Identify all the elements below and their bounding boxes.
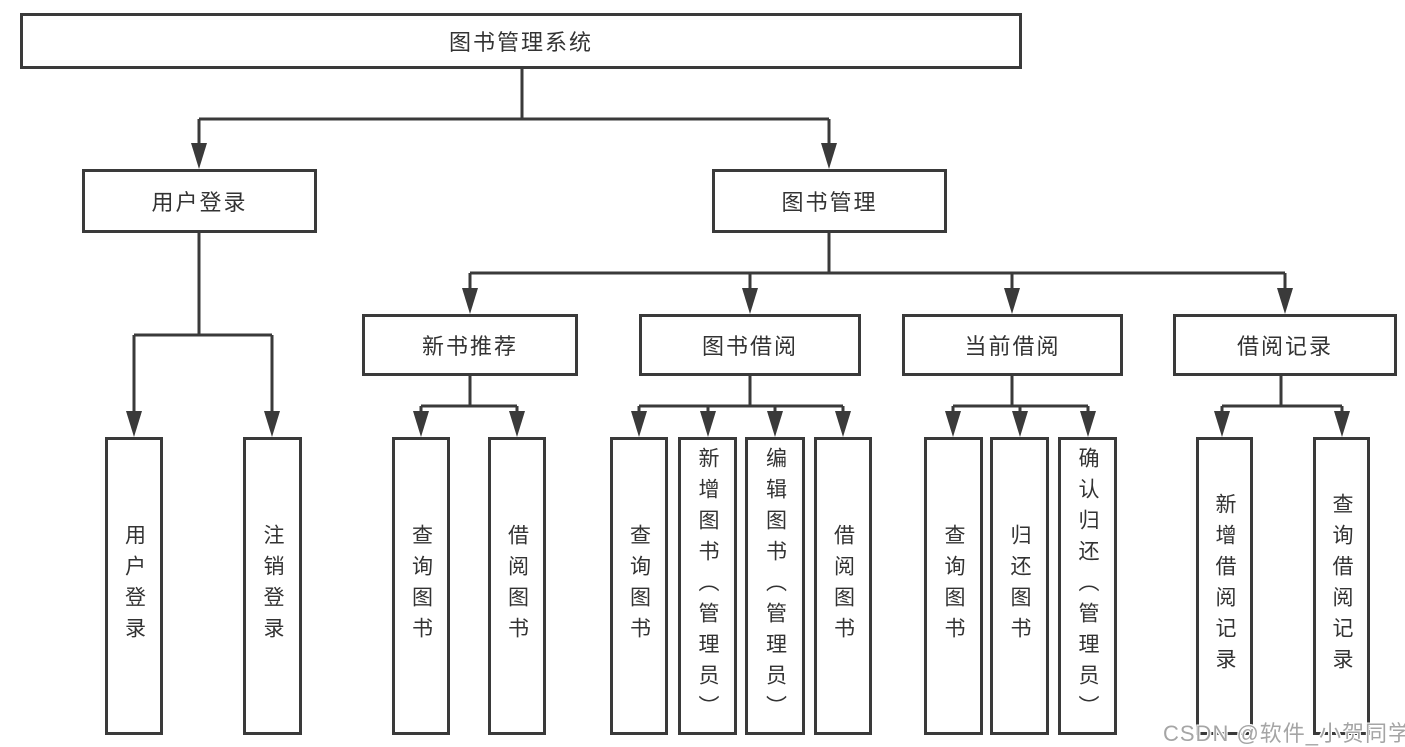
- leaf-edit-book-admin-label: 编辑图书（管理员）: [763, 446, 787, 726]
- arrowhead: [945, 411, 961, 437]
- connector-user-login: [132, 233, 274, 415]
- leaf-query-books-current-label: 查询图书: [942, 524, 965, 648]
- connector-current-borrowing: [951, 376, 1090, 415]
- leaf-add-borrow-record-label: 新增借阅记录: [1213, 493, 1236, 679]
- leaf-borrow-books-recommend-label: 借阅图书: [505, 524, 529, 648]
- leaf-return-book: 归还图书: [990, 437, 1049, 735]
- arrowhead: [1012, 411, 1028, 437]
- connector-book-borrowing: [637, 376, 845, 415]
- node-current-borrowing: 当前借阅: [902, 314, 1123, 376]
- leaf-query-books-recommend-label: 查询图书: [409, 524, 433, 648]
- csdn-watermark: CSDN @软件_小贺同学: [1163, 721, 1405, 746]
- connector-book-management: [468, 233, 1287, 292]
- arrowhead: [700, 411, 716, 437]
- arrowhead: [767, 411, 783, 437]
- arrowhead: [126, 411, 142, 437]
- arrowhead: [821, 143, 837, 169]
- arrowhead: [1277, 288, 1293, 314]
- leaf-logout-label: 注销登录: [261, 524, 284, 648]
- leaf-borrow-books-recommend: 借阅图书: [488, 437, 546, 735]
- leaf-return-book-label: 归还图书: [1008, 524, 1031, 648]
- leaf-query-books-recommend: 查询图书: [392, 437, 450, 735]
- leaf-borrow-books: 借阅图书: [814, 437, 872, 735]
- arrowhead: [462, 288, 478, 314]
- leaf-query-books-borrowing-label: 查询图书: [627, 524, 651, 648]
- node-borrowing-records-label: 借阅记录: [1236, 334, 1333, 359]
- arrowhead: [835, 411, 851, 437]
- node-book-management: 图书管理: [712, 169, 947, 233]
- node-new-book-recommend-label: 新书推荐: [421, 334, 518, 359]
- leaf-query-borrow-record-label: 查询借阅记录: [1330, 493, 1353, 679]
- arrowhead: [1334, 411, 1350, 437]
- arrowhead: [264, 411, 280, 437]
- leaf-query-books-borrowing: 查询图书: [610, 437, 668, 735]
- node-root-label: 图书管理系统: [448, 30, 593, 55]
- connector-root: [197, 69, 831, 148]
- connector-new-book: [419, 376, 519, 415]
- node-book-management-label: 图书管理: [781, 190, 878, 215]
- arrowhead: [631, 411, 647, 437]
- node-new-book-recommend: 新书推荐: [362, 314, 578, 376]
- arrowhead: [1004, 288, 1020, 314]
- connector-borrowing-records: [1220, 376, 1344, 415]
- arrowhead: [1214, 411, 1230, 437]
- leaf-confirm-return-admin: 确认归还（管理员）: [1058, 437, 1117, 735]
- leaf-query-books-current: 查询图书: [924, 437, 983, 735]
- leaf-user-login: 用户登录: [105, 437, 163, 735]
- leaf-query-borrow-record: 查询借阅记录: [1313, 437, 1370, 735]
- leaf-edit-book-admin: 编辑图书（管理员）: [745, 437, 805, 735]
- node-book-borrowing-label: 图书借阅: [701, 334, 798, 359]
- leaf-borrow-books-label: 借阅图书: [831, 524, 855, 648]
- leaf-confirm-return-admin-label: 确认归还（管理员）: [1076, 446, 1099, 726]
- node-book-borrowing: 图书借阅: [639, 314, 861, 376]
- arrowhead: [509, 411, 525, 437]
- arrowhead: [413, 411, 429, 437]
- leaf-user-login-label: 用户登录: [122, 524, 146, 648]
- leaf-logout: 注销登录: [243, 437, 302, 735]
- node-user-login-label: 用户登录: [151, 190, 248, 215]
- node-borrowing-records: 借阅记录: [1173, 314, 1397, 376]
- leaf-add-book-admin: 新增图书（管理员）: [678, 437, 737, 735]
- node-root: 图书管理系统: [20, 13, 1022, 69]
- arrowhead: [191, 143, 207, 169]
- arrowhead: [742, 288, 758, 314]
- node-user-login: 用户登录: [82, 169, 317, 233]
- leaf-add-book-admin-label: 新增图书（管理员）: [696, 446, 719, 726]
- arrowhead: [1080, 411, 1096, 437]
- leaf-add-borrow-record: 新增借阅记录: [1196, 437, 1253, 735]
- node-current-borrowing-label: 当前借阅: [964, 334, 1061, 359]
